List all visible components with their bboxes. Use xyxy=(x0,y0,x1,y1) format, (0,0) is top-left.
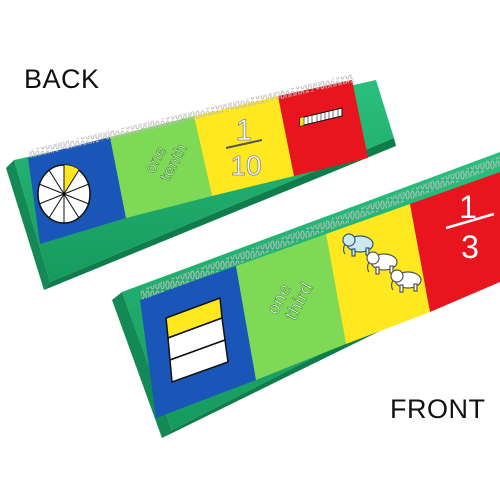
elephant-icon xyxy=(342,233,374,257)
front-card-bar-stack xyxy=(140,266,256,418)
back-card-circle-fraction xyxy=(28,137,126,244)
back-label: BACK xyxy=(24,64,100,94)
front-denominator: 3 xyxy=(461,229,479,265)
front-card-words: one third xyxy=(236,234,346,380)
shaded-segment xyxy=(64,164,79,194)
front-numerator: 1 xyxy=(459,189,477,225)
back-spiral xyxy=(28,74,354,158)
front-spiral xyxy=(140,156,500,300)
fraction-bar xyxy=(299,107,343,127)
front-card-pictures xyxy=(326,204,430,344)
back-card-words: one tenth xyxy=(110,116,212,218)
front-card-numeral: 1 3 xyxy=(410,172,500,312)
back-card-bar-fraction xyxy=(278,80,368,176)
circle-divisions xyxy=(38,165,90,223)
front-label: FRONT xyxy=(390,394,486,424)
back-stand: one tenth 1 10 xyxy=(6,74,396,290)
elephant-icon xyxy=(390,269,422,293)
back-denominator: 10 xyxy=(230,150,261,181)
front-stand: one third xyxy=(112,152,500,438)
back-numerator: 1 xyxy=(236,114,253,147)
back-card-numeral: 1 10 xyxy=(194,96,294,196)
elephant-icon xyxy=(366,251,398,275)
stacked-bars xyxy=(165,296,229,384)
